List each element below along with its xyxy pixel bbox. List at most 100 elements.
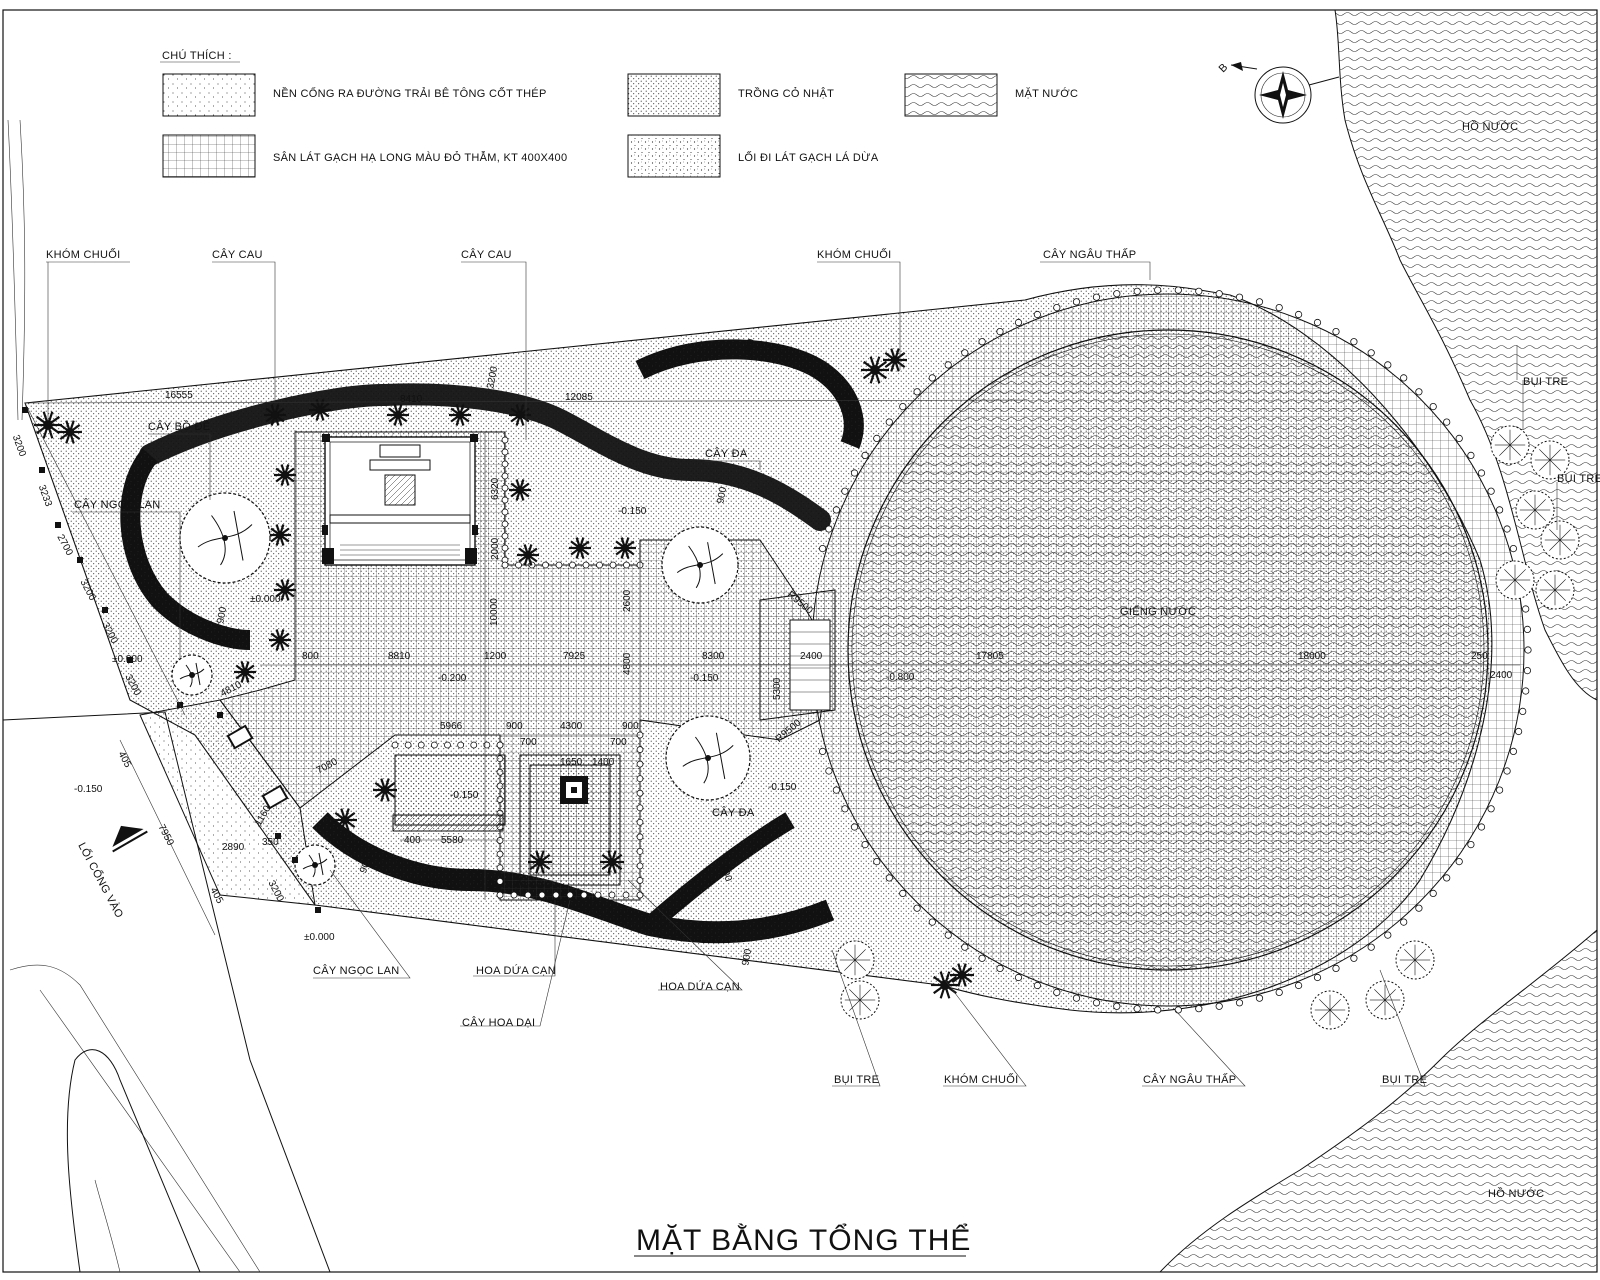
label-banyan-2: CÂY ĐA: [712, 806, 755, 819]
hedge-shrub: [496, 850, 504, 858]
legend-swatch-water: [904, 73, 998, 117]
hedge-shrub: [1133, 1005, 1141, 1013]
svg-text:12085: 12085: [565, 392, 593, 403]
hedge-shrub: [1174, 286, 1182, 294]
lake-area-south: [1158, 928, 1598, 1273]
hedge-shrub: [1215, 1002, 1223, 1010]
bamboo-clump-icon: [1540, 520, 1580, 560]
hedge-shrub: [636, 818, 644, 826]
hedge-shrub: [1275, 988, 1283, 997]
level-markers: ±0.000 -0.150 ±0.000 -0.200 -0.150 -0.80…: [74, 506, 915, 943]
svg-text:4800: 4800: [622, 652, 633, 675]
hedge-shrub: [1014, 318, 1023, 327]
hedge-shrub: [636, 833, 644, 841]
label-bodhi: CÂY BỒ ĐỀ: [148, 420, 210, 433]
svg-text:900: 900: [740, 948, 754, 967]
svg-text:±0.000: ±0.000: [112, 654, 143, 665]
legend-label-concrete: NỀN CỔNG RA ĐƯỜNG TRẢI BÊ TÔNG CỐT THÉP: [273, 86, 547, 100]
hedge-shrub: [430, 741, 438, 749]
hedge-shrub: [1467, 840, 1475, 849]
hedge-shrub: [524, 891, 532, 899]
hedge-shrub: [1154, 1006, 1162, 1014]
hedge-shrub: [501, 544, 509, 552]
hedge-shrub: [1496, 506, 1504, 514]
hedge-shrub: [1515, 727, 1523, 736]
areca-palm-icon: [309, 399, 331, 421]
hedge-shrub: [1400, 918, 1408, 926]
svg-text:10000: 10000: [489, 598, 500, 626]
hedge-shrub: [1509, 747, 1518, 756]
hedge-shrub: [501, 496, 509, 504]
bamboo-clump-icon: [1395, 940, 1435, 980]
hedge-shrub: [1384, 931, 1392, 939]
legend: CHÚ THÍCH : NỀN CỔNG RA ĐƯỜNG TRẢI BÊ TÔ…: [160, 49, 1078, 178]
hedge-shrub: [501, 508, 509, 516]
hedge-shrub: [594, 891, 602, 899]
hedge-shrub: [538, 891, 546, 899]
svg-text:2400: 2400: [800, 651, 823, 662]
hedge-shrub: [1033, 981, 1042, 990]
legend-swatch-concrete: [162, 73, 256, 117]
hedge-shrub: [1455, 434, 1463, 442]
svg-text:4300: 4300: [560, 721, 583, 732]
hedge-shrub: [1477, 823, 1486, 831]
fence-post: [315, 907, 321, 913]
svg-text:-0.150: -0.150: [618, 506, 647, 517]
drawing-title: MẶT BẰNG TỔNG THỂ: [636, 1223, 971, 1257]
hedge-shrub: [1400, 374, 1408, 382]
hedge-shrub: [496, 864, 504, 872]
svg-text:405: 405: [115, 750, 133, 770]
hedge-shrub: [501, 436, 509, 444]
hedge-shrub: [1503, 525, 1511, 533]
label-gate-entry: LỐI CỔNG VÀO: [75, 840, 127, 921]
hedge-shrub: [1154, 286, 1162, 294]
hedge-shrub: [861, 840, 869, 849]
hedge-shrub: [1487, 805, 1495, 813]
svg-text:-0.200: -0.200: [438, 673, 467, 684]
lake-label-north: HỒ NƯỚC: [1462, 120, 1518, 133]
hedge-shrub: [850, 823, 859, 831]
hedge-shrub: [580, 891, 588, 899]
label-rose-hedge-2: CÂY NGÂU THẤP: [1143, 1073, 1236, 1086]
hedge-shrub: [1415, 904, 1423, 912]
label-banana-clump-2: KHÓM CHUỐI: [817, 247, 892, 261]
svg-text:-0.150: -0.150: [74, 784, 103, 795]
hedge-shrub: [1174, 1006, 1182, 1014]
north-label: B: [1217, 61, 1231, 75]
areca-palm-icon: [274, 579, 296, 601]
north-arrow-icon: B: [1217, 61, 1340, 124]
svg-text:7925: 7925: [563, 651, 586, 662]
areca-palm-icon: [269, 524, 291, 546]
trees-layer: [22, 348, 1580, 1030]
fence-post: [217, 712, 223, 718]
flower-plant-icon: [373, 778, 397, 802]
fence-post: [275, 833, 281, 839]
hedge-shrub: [1113, 1002, 1121, 1010]
svg-text:1650: 1650: [560, 757, 583, 768]
hedge-shrub: [832, 786, 841, 794]
hedge-shrub: [1467, 451, 1475, 459]
label-aloe-2: HOA DỨA CẠN: [660, 980, 740, 993]
fence-post: [22, 407, 28, 413]
hedge-shrub: [496, 891, 504, 899]
hedge-shrub: [566, 891, 574, 899]
hedge-shrub: [1235, 293, 1244, 301]
hedge-shrub: [873, 857, 881, 866]
hedge-shrub: [1503, 767, 1511, 775]
svg-text:350: 350: [262, 837, 279, 848]
hedge-shrub: [1384, 361, 1392, 369]
hedge-shrub: [1313, 318, 1322, 327]
hedge-shrub: [818, 747, 827, 756]
svg-text:5966: 5966: [440, 721, 463, 732]
hedge-shrub: [1350, 954, 1358, 962]
hedge-shrub: [515, 561, 522, 569]
hedge-shrub: [582, 561, 590, 569]
fence-post: [292, 857, 298, 863]
hedge-shrub: [1092, 999, 1101, 1007]
hedge-shrub: [885, 418, 893, 426]
hedge-shrub: [1443, 418, 1451, 426]
hedge-shrub: [609, 561, 617, 569]
svg-text:400: 400: [404, 835, 421, 846]
label-banana-clump-1: KHÓM CHUỐI: [46, 247, 121, 261]
svg-text:2890: 2890: [222, 842, 245, 853]
